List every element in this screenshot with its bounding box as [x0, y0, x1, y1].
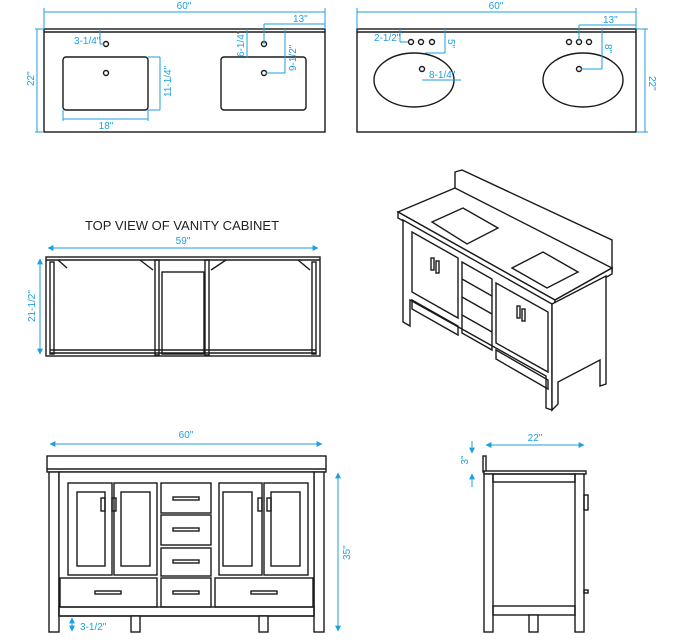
dim-width: 60": [179, 430, 194, 441]
faucet-hole: [102, 40, 110, 48]
dim-sink-depth: 11-1/4": [163, 65, 174, 97]
dim-toe-kick: 3-1/2": [80, 622, 107, 633]
dim-faucet-offset: 13": [603, 15, 618, 26]
dim-faucet-from-back: 2-1/2": [374, 33, 401, 44]
dim-height: 35": [342, 545, 353, 560]
vanity-side-view: 22" 3": [460, 433, 589, 633]
section-title: TOP VIEW OF VANITY CABINET: [85, 218, 279, 233]
dim-backsplash: 3": [460, 455, 471, 465]
dim-depth: 22": [646, 76, 657, 91]
dim-sink-from-back: 6-1/4": [236, 30, 247, 57]
dim-sink-width: 18": [99, 121, 114, 132]
dim-depth: 22": [528, 433, 543, 444]
drain-hole: [102, 69, 110, 77]
dim-width: 60": [489, 1, 504, 12]
countertop-top-view-oval-sinks: 60" 13" 2-1/2" 5" 8-1/4" 8" 22": [356, 1, 657, 133]
dim-drain-from-back: 9-1/2": [288, 44, 299, 71]
dim-faucet-from-back: 3-1/4": [74, 36, 101, 47]
right-sink: [220, 56, 307, 111]
right-oval-sink: [542, 52, 624, 108]
vanity-front-view: 60" 35" 3-1/2": [46, 430, 353, 633]
dim-sink-half-width: 8-1/4": [429, 70, 456, 81]
dim-depth: 22": [26, 71, 37, 86]
dim-width: 59": [176, 236, 191, 247]
drain-hole: [260, 69, 268, 77]
countertop-top-view-rect-sinks: 60" 13" 3-1/4" 6-1/4" 9-1/2" 11-1/4" 18"…: [26, 1, 326, 133]
dim-width: 60": [177, 1, 192, 12]
vanity-isometric-view: [396, 169, 614, 412]
dim-faucet-offset: 13": [293, 14, 308, 25]
dim-depth: 21-1/2": [27, 290, 38, 322]
dim-drain-from-back: 8": [602, 44, 613, 54]
left-sink: [62, 56, 149, 111]
dim-sink-from-back: 5": [445, 39, 456, 49]
cabinet-top-view: TOP VIEW OF VANITY CABINET 59" 21-1/2": [27, 218, 321, 357]
